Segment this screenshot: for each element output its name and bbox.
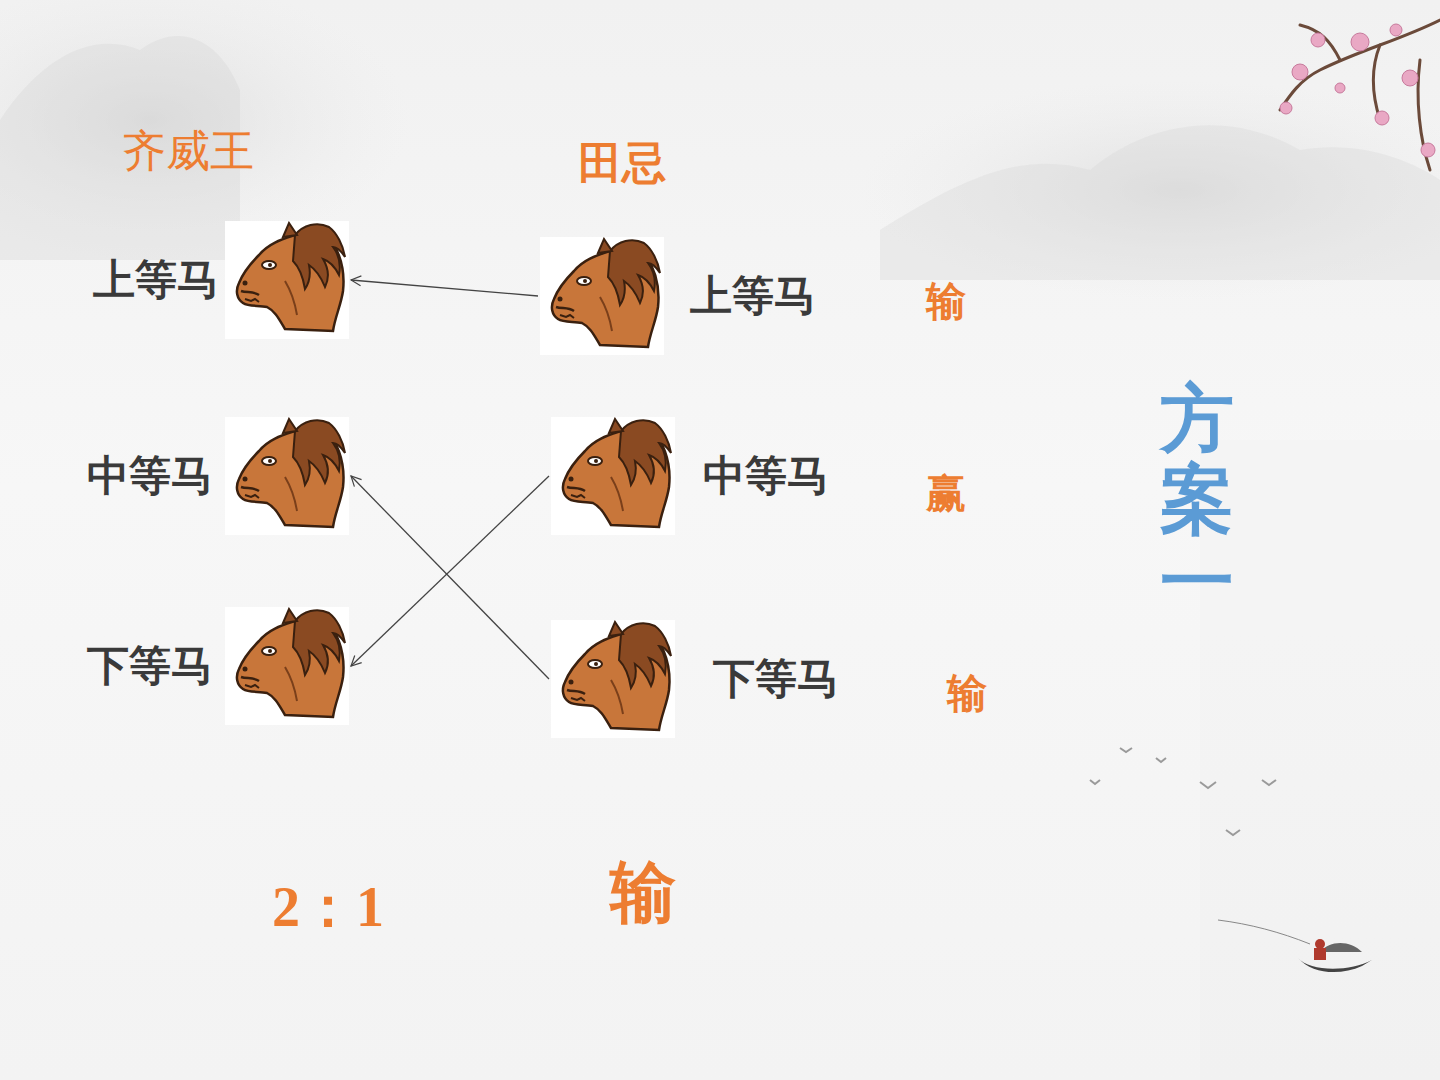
diagram-label: 2：1 [272, 870, 384, 946]
diagram-label: 赢 [926, 466, 966, 521]
match-arrow [351, 280, 538, 296]
plan-title: 方案一 [1160, 378, 1234, 622]
diagram-label: 输 [947, 666, 987, 721]
diagram-label: 田忌 [578, 134, 666, 193]
horse-grade-label: 上等马 [690, 268, 816, 324]
match-arrow [351, 476, 549, 666]
horse-node: 上等马 [93, 221, 349, 339]
horse-grade-label: 上等马 [93, 252, 219, 308]
diagram-label: 齐威王 [122, 122, 254, 181]
horse-icon [551, 620, 675, 738]
horse-node: 下等马 [87, 607, 349, 725]
horse-icon [225, 221, 349, 339]
horse-icon [540, 237, 664, 355]
horse-node: 中等马 [87, 417, 349, 535]
horse-grade-label: 中等马 [87, 448, 213, 504]
horse-grade-label: 下等马 [713, 651, 839, 707]
horse-icon [225, 417, 349, 535]
diagram-label: 输 [610, 848, 676, 938]
horse-node: 下等马 [551, 620, 839, 738]
horse-node: 中等马 [551, 417, 829, 535]
horse-grade-label: 下等马 [87, 638, 213, 694]
horse-node: 上等马 [540, 237, 816, 355]
match-arrow [351, 476, 549, 679]
horse-grade-label: 中等马 [703, 448, 829, 504]
horse-icon [551, 417, 675, 535]
diagram-label: 输 [926, 274, 966, 329]
horse-icon [225, 607, 349, 725]
